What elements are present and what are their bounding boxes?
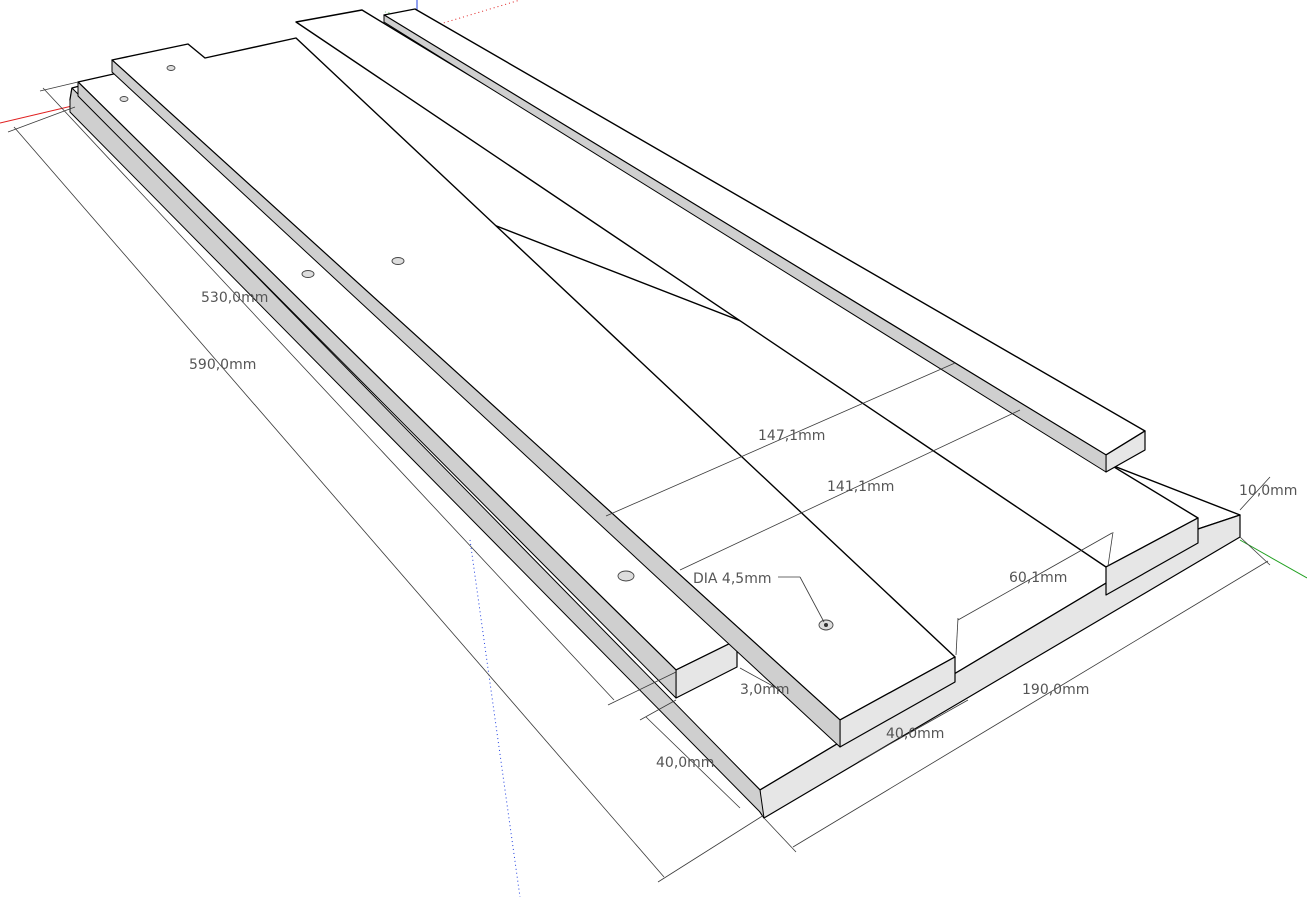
holes xyxy=(119,65,834,631)
dim-3: 3,0mm xyxy=(740,682,790,698)
hole xyxy=(617,570,635,582)
hole xyxy=(391,257,405,265)
dim-147: 147,1mm xyxy=(758,428,825,444)
dim-190: 190,0mm xyxy=(1022,682,1089,698)
red-axis-dotted xyxy=(439,0,521,25)
middle-board xyxy=(295,9,1199,596)
red-axis xyxy=(0,105,73,124)
dimension-labels: 530,0mm 590,0mm 147,1mm 141,1mm 10,0mm 6… xyxy=(189,290,1297,771)
hole xyxy=(119,96,129,102)
dim-40-left: 40,0mm xyxy=(656,755,714,771)
dim-10: 10,0mm xyxy=(1239,483,1297,499)
left-rail xyxy=(77,72,738,699)
dim-530: 530,0mm xyxy=(201,290,268,306)
dim-141: 141,1mm xyxy=(827,479,894,495)
center-board xyxy=(111,37,956,748)
back-rail xyxy=(383,8,1146,473)
dim-40-right: 40,0mm xyxy=(886,726,944,742)
hole xyxy=(166,65,176,71)
green-axis xyxy=(1239,539,1307,579)
hole xyxy=(301,270,315,278)
dim-60: 60,1mm xyxy=(1009,570,1067,586)
blue-axis-dotted xyxy=(469,539,521,898)
dim-590: 590,0mm xyxy=(189,357,256,373)
dimension-lines xyxy=(7,81,1271,883)
dim-dia: DIA 4,5mm xyxy=(693,571,771,587)
